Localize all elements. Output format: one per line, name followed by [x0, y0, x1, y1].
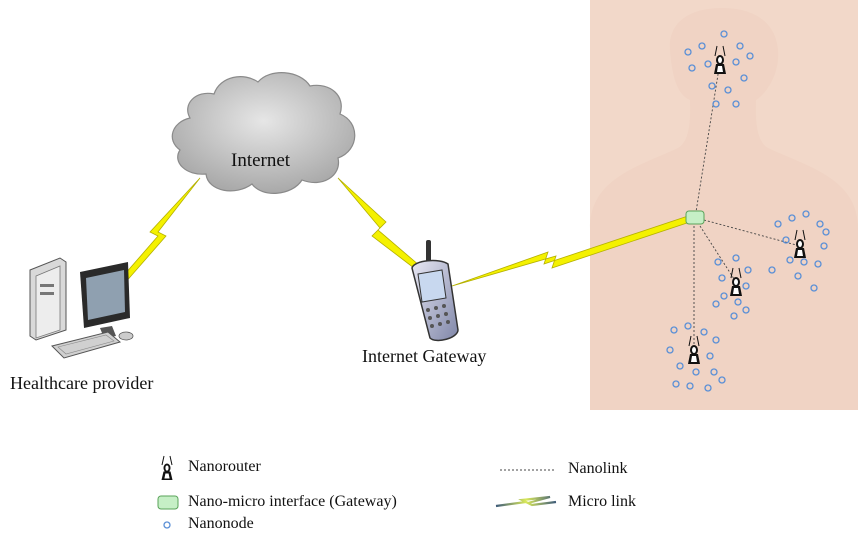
nano-micro-interface-gateway [685, 210, 705, 225]
nanolinks [693, 61, 801, 348]
internet-cloud [171, 72, 356, 194]
nanorouter-abdomen [730, 267, 742, 296]
human-body-silhouette [590, 0, 858, 410]
healthcare-provider-label: Healthcare provider [10, 373, 154, 393]
legend-nanonode-icon [163, 521, 171, 529]
healthcare-computer-icon [29, 257, 134, 359]
micro-link-cloud-to-computer [117, 177, 201, 285]
internet-gateway-phone-icon [411, 240, 459, 342]
micro-link-cloud-to-phone [337, 177, 421, 269]
legend-nanonode-label: Nanonode [188, 515, 254, 532]
nanorouter-head [714, 45, 726, 74]
nanonodes [666, 30, 830, 392]
nanorouter-lower [688, 335, 700, 364]
legend-microlink-icon [495, 495, 557, 508]
legend-microlink-label: Micro link [568, 493, 636, 510]
internet-label: Internet [231, 150, 291, 171]
legend-nanorouter-label: Nanorouter [188, 458, 261, 475]
legend-nanorouter-icon [161, 455, 173, 480]
nanorouter-right-chest [794, 229, 806, 258]
legend-interface-icon [157, 495, 179, 510]
legend-nanolink-label: Nanolink [568, 460, 628, 477]
legend-interface-label: Nano-micro interface (Gateway) [188, 493, 397, 510]
internet-gateway-label: Internet Gateway [362, 346, 487, 366]
